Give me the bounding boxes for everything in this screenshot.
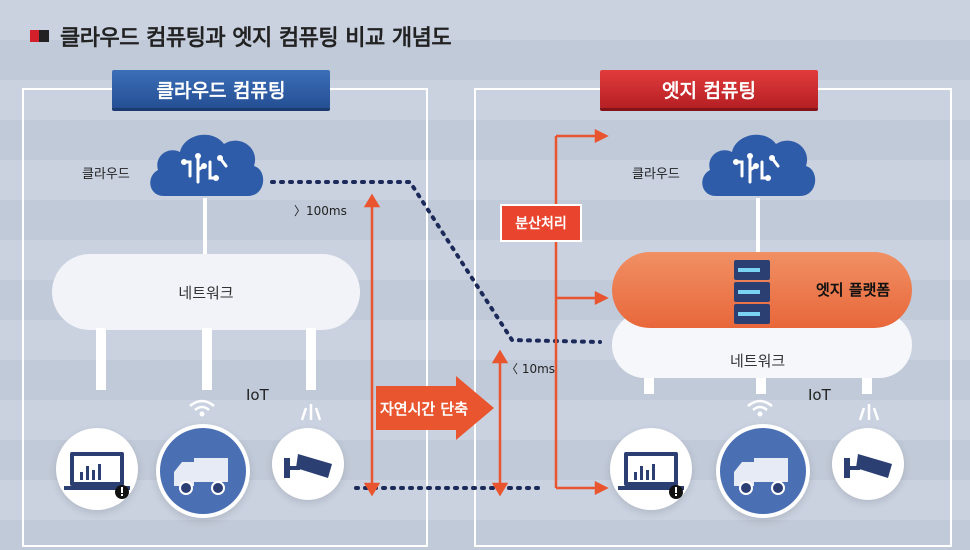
network-post bbox=[306, 328, 316, 390]
network-post bbox=[756, 376, 766, 394]
cloud-connector bbox=[756, 198, 760, 258]
monitor-device bbox=[56, 428, 138, 510]
distributed-processing-badge: 분산처리 bbox=[500, 204, 582, 242]
monitor-alert-icon bbox=[64, 452, 130, 499]
latency-10ms-label: 〈 10ms bbox=[506, 362, 556, 376]
cctv-camera-icon bbox=[284, 454, 332, 478]
latency-10ms-arrow bbox=[491, 349, 509, 497]
network-left: 네트워크 bbox=[52, 254, 360, 330]
left-iot-label: IoT bbox=[246, 386, 269, 404]
left-cloud-label: 클라우드 bbox=[82, 167, 130, 182]
network-post bbox=[862, 376, 872, 394]
network-post bbox=[96, 328, 106, 390]
wifi-icon bbox=[747, 399, 773, 417]
cloud-network-icon bbox=[150, 134, 264, 196]
cloud-connector bbox=[203, 198, 207, 256]
truck-device bbox=[156, 424, 250, 518]
server-icon bbox=[734, 260, 770, 324]
truck-device bbox=[716, 424, 810, 518]
monitor-alert-icon bbox=[618, 452, 684, 499]
signal-icon bbox=[858, 404, 880, 421]
latency-100ms-arrow bbox=[363, 193, 381, 497]
camera-device bbox=[832, 428, 904, 500]
cloud-network-icon bbox=[702, 134, 816, 196]
latency-reduction-arrow bbox=[376, 376, 494, 440]
page-title: 클라우드 컴퓨팅과 엣지 컴퓨팅 비교 개념도 bbox=[60, 26, 452, 51]
monitor-device bbox=[610, 428, 692, 510]
wifi-icon bbox=[189, 399, 215, 417]
edge-platform-label: 엣지 플랫폼 bbox=[816, 281, 891, 299]
network-right-label: 네트워크 bbox=[730, 352, 786, 370]
title-marker-icon bbox=[30, 28, 49, 44]
right-iot-label: IoT bbox=[808, 386, 831, 404]
latency-reduction-label: 자연시간 단축 bbox=[380, 400, 469, 418]
right-cloud-label: 클라우드 bbox=[632, 167, 680, 182]
signal-icon bbox=[300, 404, 322, 421]
network-post bbox=[644, 376, 654, 394]
cctv-camera-icon bbox=[844, 454, 892, 478]
truck-icon bbox=[734, 458, 788, 495]
truck-icon bbox=[174, 458, 228, 495]
distributed-bracket bbox=[554, 128, 609, 496]
latency-100ms-label: 〉100ms bbox=[294, 204, 347, 218]
title-row: 클라우드 컴퓨팅과 엣지 컴퓨팅 비교 개념도 bbox=[30, 20, 452, 52]
network-post bbox=[202, 328, 212, 390]
camera-device bbox=[272, 428, 344, 500]
cloud-computing-header: 클라우드 컴퓨팅 bbox=[112, 70, 330, 108]
edge-computing-header: 엣지 컴퓨팅 bbox=[600, 70, 818, 108]
